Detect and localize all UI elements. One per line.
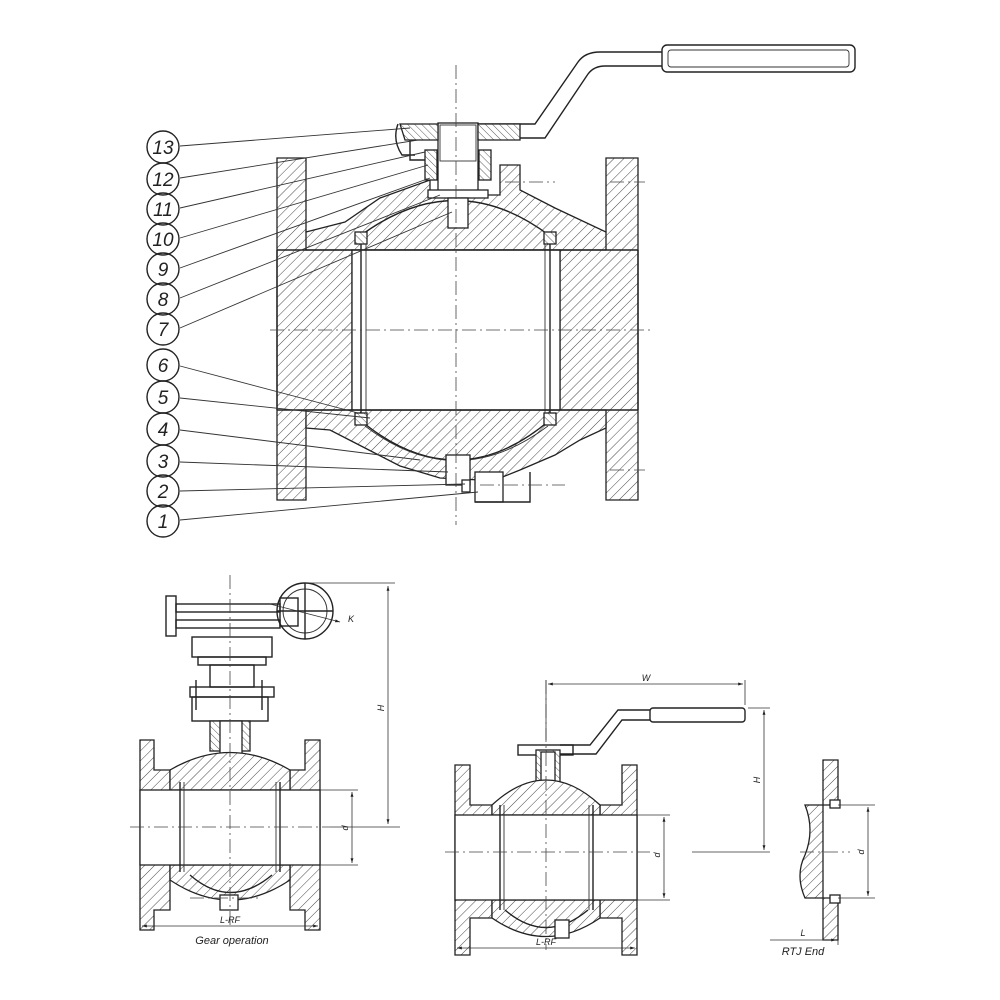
gear-caption: Gear operation <box>195 935 268 947</box>
seat-lower-right <box>543 412 557 426</box>
lever-dim-d: d <box>652 852 662 858</box>
callout-8: 8 <box>146 194 441 316</box>
gear-dim-lrf: L-RF <box>220 915 241 925</box>
lever-handle <box>470 44 856 139</box>
seat-lower-left <box>354 412 368 426</box>
gland-flange <box>399 123 439 141</box>
bottom-plug <box>474 471 504 503</box>
lever-dim-h: H <box>752 776 762 783</box>
lever-view: W H d L-RF <box>445 673 770 956</box>
callout-11: 11 <box>146 151 426 226</box>
svg-text:12: 12 <box>152 170 174 191</box>
svg-text:9: 9 <box>158 260 169 281</box>
left-flange <box>276 157 353 501</box>
gear-operation-view: H d K L-RF Gear operation <box>130 575 400 947</box>
rtj-end-view: d L RTJ End <box>770 759 875 958</box>
svg-text:10: 10 <box>152 230 174 251</box>
seat-upper-left <box>354 231 368 245</box>
stem <box>437 122 479 194</box>
packing-left <box>424 149 438 181</box>
gearbox <box>191 636 273 658</box>
svg-text:11: 11 <box>153 200 173 221</box>
svg-text:6: 6 <box>158 356 169 377</box>
svg-text:4: 4 <box>158 420 169 441</box>
rtj-dim-d: d <box>856 849 866 855</box>
svg-text:2: 2 <box>157 482 169 503</box>
svg-text:3: 3 <box>158 452 169 473</box>
gear-dim-h: H <box>376 704 386 711</box>
packing-right <box>478 149 492 181</box>
callout-13: 13 <box>146 127 411 164</box>
svg-text:1: 1 <box>158 512 169 533</box>
gear-dim-d: d <box>340 825 350 831</box>
rtj-dim-l: L <box>800 928 805 938</box>
svg-text:5: 5 <box>158 388 169 409</box>
gear-dim-k: K <box>348 614 355 624</box>
seat-upper-right <box>543 231 557 245</box>
lever-dim-w: W <box>642 673 652 683</box>
svg-text:13: 13 <box>152 138 174 159</box>
right-flange <box>559 157 639 501</box>
callout-1: 1 <box>146 491 479 538</box>
callout-2: 2 <box>146 474 466 508</box>
callouts: 13 12 11 10 9 8 7 <box>146 127 479 538</box>
main-section-view <box>270 44 856 525</box>
stem-tang <box>447 197 469 229</box>
callout-12: 12 <box>146 139 419 196</box>
callout-9: 9 <box>146 177 431 286</box>
callout-7: 7 <box>146 211 453 346</box>
svg-text:8: 8 <box>158 290 169 311</box>
lever-dim-lrf: L-RF <box>536 937 557 947</box>
svg-text:7: 7 <box>158 320 170 341</box>
callout-3: 3 <box>146 444 449 478</box>
callout-10: 10 <box>146 164 429 256</box>
rtj-caption: RTJ End <box>782 946 825 958</box>
